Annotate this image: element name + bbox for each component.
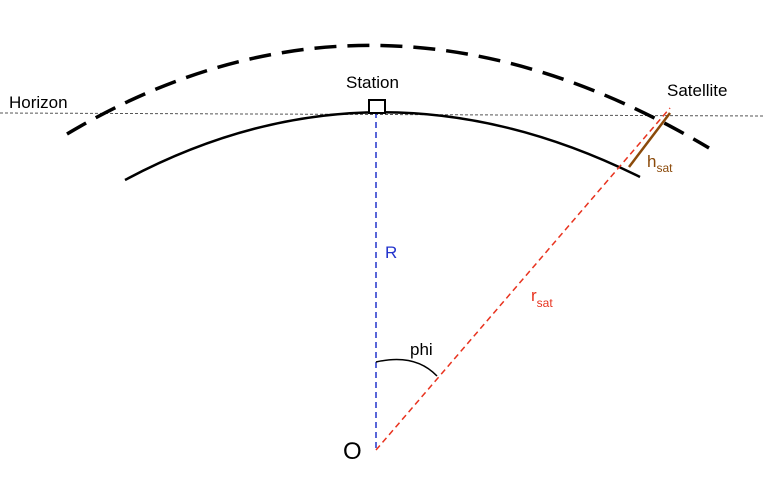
satellite-height-label: hsat [647,152,673,175]
satellite-height-symbol: h [647,152,656,171]
station-label: Station [346,73,399,92]
satellite-orbit-arc [66,43,710,150]
horizon-line [0,112,765,117]
satellite-distance-line [375,107,671,451]
satellite-height-segment [628,112,671,168]
satellite-distance-subscript: sat [537,296,554,310]
earth-radius-label: R [385,243,397,262]
phi-angle-arc [375,358,438,377]
satellite-distance-label: rsat [531,286,553,310]
horizon-label: Horizon [9,93,68,112]
phi-angle-label: phi [410,340,433,359]
origin-label: O [343,438,362,465]
satellite-label: Satellite [667,81,727,100]
satellite-height-subscript: sat [656,161,673,175]
earth-surface-arc [124,111,641,182]
station-marker [368,99,386,114]
satellite-distance-symbol: r [531,286,537,305]
